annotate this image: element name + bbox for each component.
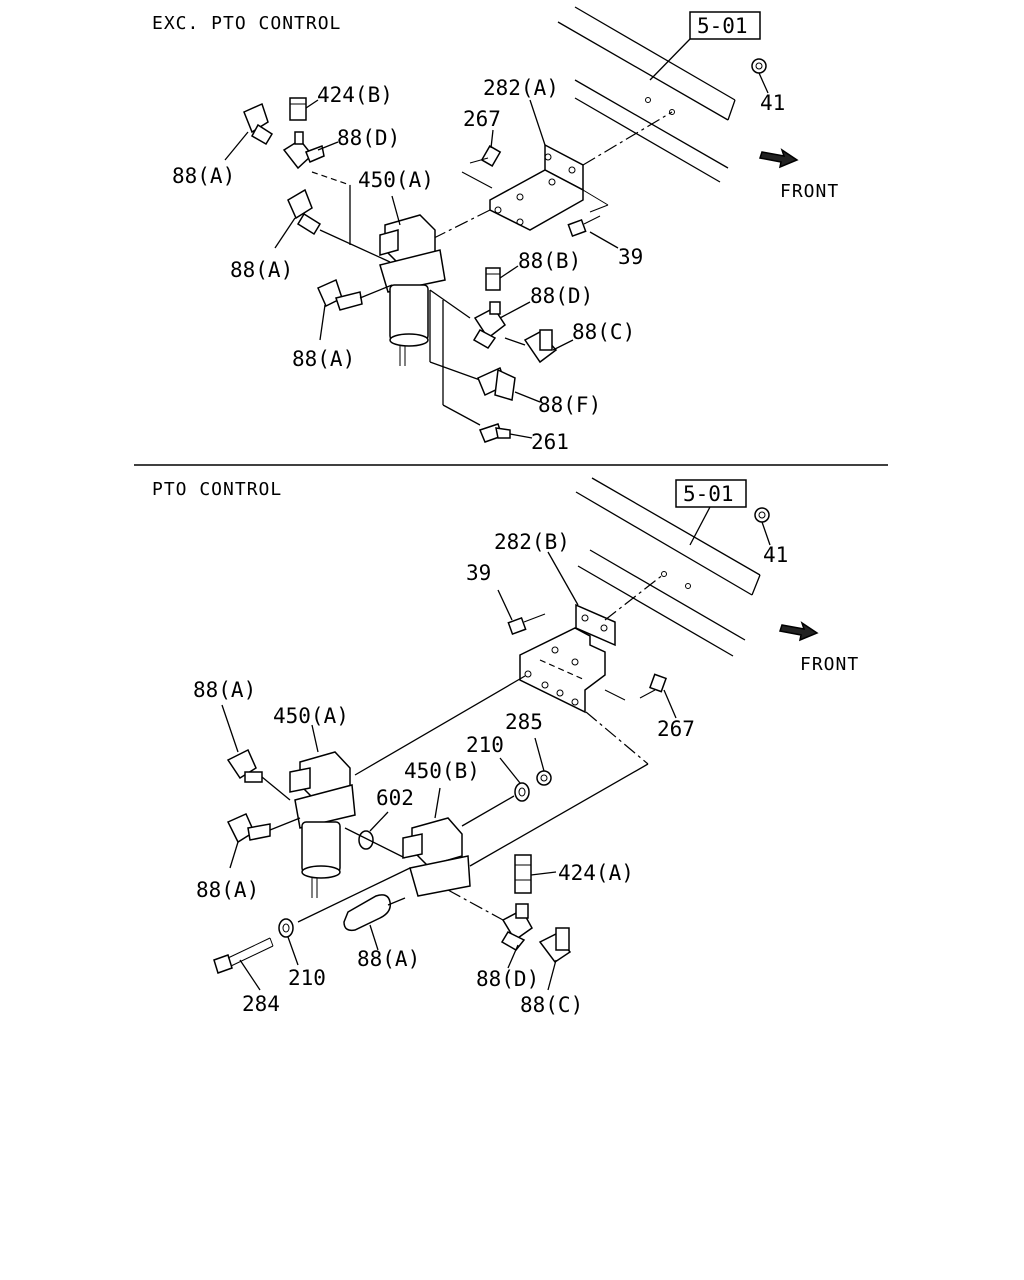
label-267-bottom[interactable]: 267 — [657, 717, 695, 741]
fitting-88d-top-1 — [282, 131, 325, 170]
bolt-267-top — [469, 145, 502, 167]
label-88c-bottom[interactable]: 88(C) — [520, 993, 583, 1017]
label-88a-3-bottom[interactable]: 88(A) — [357, 947, 420, 971]
fitting-88c-bottom — [538, 927, 572, 964]
fitting-88a-bottom-1 — [226, 748, 263, 783]
label-88a-3-top[interactable]: 88(A) — [292, 347, 355, 371]
washer-210-2 — [278, 918, 294, 938]
label-282b[interactable]: 282(B) — [494, 530, 570, 554]
label-285[interactable]: 285 — [505, 710, 543, 734]
fitting-88c-top — [523, 329, 558, 364]
fitting-88a-top-3 — [317, 278, 363, 311]
label-88d-bottom[interactable]: 88(D) — [476, 967, 539, 991]
label-424b[interactable]: 424(B) — [317, 83, 393, 107]
fitting-88a-top-2 — [287, 188, 322, 236]
nut-41-bottom — [754, 507, 770, 523]
label-88a-2-top[interactable]: 88(A) — [230, 258, 293, 282]
label-210-1[interactable]: 210 — [466, 733, 504, 757]
nut-41-top — [751, 58, 767, 74]
label-261-top[interactable]: 261 — [531, 430, 569, 454]
label-210-2[interactable]: 210 — [288, 966, 326, 990]
label-39-bottom[interactable]: 39 — [466, 561, 491, 585]
bolt-267-bottom — [639, 673, 667, 699]
washer-210-1 — [514, 782, 530, 802]
label-267-top[interactable]: 267 — [463, 107, 501, 131]
front-label-bottom: FRONT — [800, 654, 859, 675]
ref-box-5-01-top[interactable] — [689, 11, 761, 40]
connector-424b-top — [289, 97, 307, 121]
plug-261-top — [478, 423, 511, 443]
label-88a-1-bottom[interactable]: 88(A) — [193, 678, 256, 702]
fitting-88d-top-2 — [472, 301, 507, 349]
fitting-88a-top-1 — [243, 102, 274, 146]
bracket-282b — [519, 603, 616, 714]
label-284[interactable]: 284 — [242, 992, 280, 1016]
bolt-39-top — [567, 215, 601, 237]
front-arrow-icon-top — [759, 148, 799, 169]
ref-5-01-bottom[interactable]: 5-01 — [683, 482, 734, 506]
label-88a-2-bottom[interactable]: 88(A) — [196, 878, 259, 902]
bolt-39-bottom — [507, 613, 546, 635]
bolt-284 — [213, 937, 274, 974]
label-450a-top[interactable]: 450(A) — [358, 168, 434, 192]
section-exc-pto-control: EXC. PTO CONTROL 5-01 41 FRONT — [152, 6, 839, 454]
ref-box-5-01-bottom[interactable] — [675, 479, 747, 508]
label-282a[interactable]: 282(A) — [483, 76, 559, 100]
label-424a[interactable]: 424(A) — [558, 861, 634, 885]
front-arrow-icon-bottom — [779, 621, 819, 642]
label-39-top[interactable]: 39 — [618, 245, 643, 269]
frame-rail-bottom — [575, 477, 761, 657]
label-88f-top[interactable]: 88(F) — [538, 393, 601, 417]
solenoid-450b — [402, 817, 471, 897]
section-pto-control: PTO CONTROL 5-01 41 FRONT — [152, 477, 859, 1017]
section-title-exc-pto: EXC. PTO CONTROL — [152, 13, 341, 34]
label-88a-1-top[interactable]: 88(A) — [172, 164, 235, 188]
o-ring-602 — [358, 830, 374, 850]
label-88c-top[interactable]: 88(C) — [572, 320, 635, 344]
fitting-88f-top — [477, 366, 516, 401]
ref-5-01-top[interactable]: 5-01 — [697, 14, 748, 38]
label-450a-bottom[interactable]: 450(A) — [273, 704, 349, 728]
nut-285 — [536, 770, 552, 786]
fitting-88b-top — [485, 267, 501, 291]
connector-424a — [514, 854, 532, 894]
fitting-88a-bottom-3 — [343, 894, 392, 932]
label-450b[interactable]: 450(B) — [404, 759, 480, 783]
fitting-88a-bottom-2 — [226, 813, 271, 844]
section-title-pto: PTO CONTROL — [152, 479, 282, 500]
label-41-top[interactable]: 41 — [760, 91, 785, 115]
bracket-282a — [489, 143, 584, 231]
label-88d-1-top[interactable]: 88(D) — [337, 126, 400, 150]
label-88d-2-top[interactable]: 88(D) — [530, 284, 593, 308]
label-88b-top[interactable]: 88(B) — [518, 249, 581, 273]
front-label-top: FRONT — [780, 181, 839, 202]
label-602[interactable]: 602 — [376, 786, 414, 810]
fitting-88d-bottom — [500, 903, 533, 951]
solenoid-450a-bottom — [289, 751, 356, 898]
label-41-bottom[interactable]: 41 — [763, 543, 788, 567]
solenoid-450a-top — [379, 214, 446, 366]
